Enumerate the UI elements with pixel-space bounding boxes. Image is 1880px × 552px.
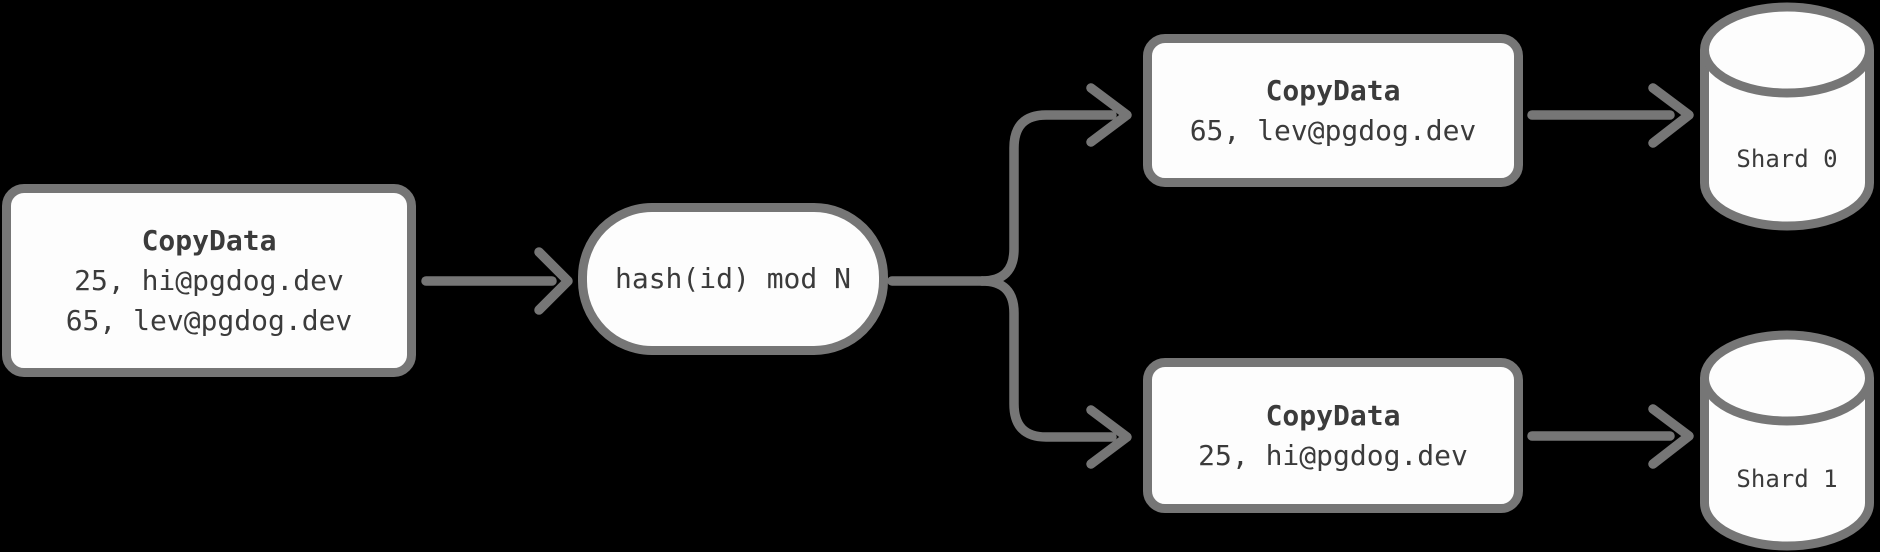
- source-copydata-row-1: 25, hi@pgdog.dev: [74, 263, 344, 297]
- shard0-copydata-node: CopyData 65, lev@pgdog.dev: [1143, 34, 1523, 187]
- arrow-source-to-hash: [421, 247, 573, 315]
- shard1-copydata-title: CopyData: [1265, 398, 1401, 432]
- shard1-copydata-row-1: 25, hi@pgdog.dev: [1198, 438, 1468, 472]
- source-copydata-title: CopyData: [141, 223, 277, 257]
- arrow-shard0-box-to-db: [1527, 83, 1694, 148]
- arrow-branch-to-shard0-box: [977, 83, 1132, 286]
- shard1-database-cylinder-icon: [1700, 330, 1874, 551]
- source-copydata-row-2: 65, lev@pgdog.dev: [65, 303, 353, 337]
- source-copydata-node: CopyData 25, hi@pgdog.dev 65, lev@pgdog.…: [2, 184, 416, 377]
- shard0-db-label: Shard 0: [1736, 145, 1838, 173]
- arrow-shard1-box-to-db: [1527, 404, 1694, 469]
- shard1-copydata-node: CopyData 25, hi@pgdog.dev: [1143, 358, 1523, 513]
- hash-function-label: hash(id) mod N: [614, 262, 851, 295]
- arrow-branch-to-shard1-box: [977, 276, 1132, 469]
- hash-function-node: hash(id) mod N: [578, 203, 888, 355]
- shard0-copydata-row-1: 65, lev@pgdog.dev: [1189, 113, 1477, 147]
- shard0-database-cylinder-icon: [1700, 2, 1874, 231]
- shard1-db-label: Shard 1: [1736, 465, 1838, 493]
- shard0-copydata-title: CopyData: [1265, 73, 1401, 107]
